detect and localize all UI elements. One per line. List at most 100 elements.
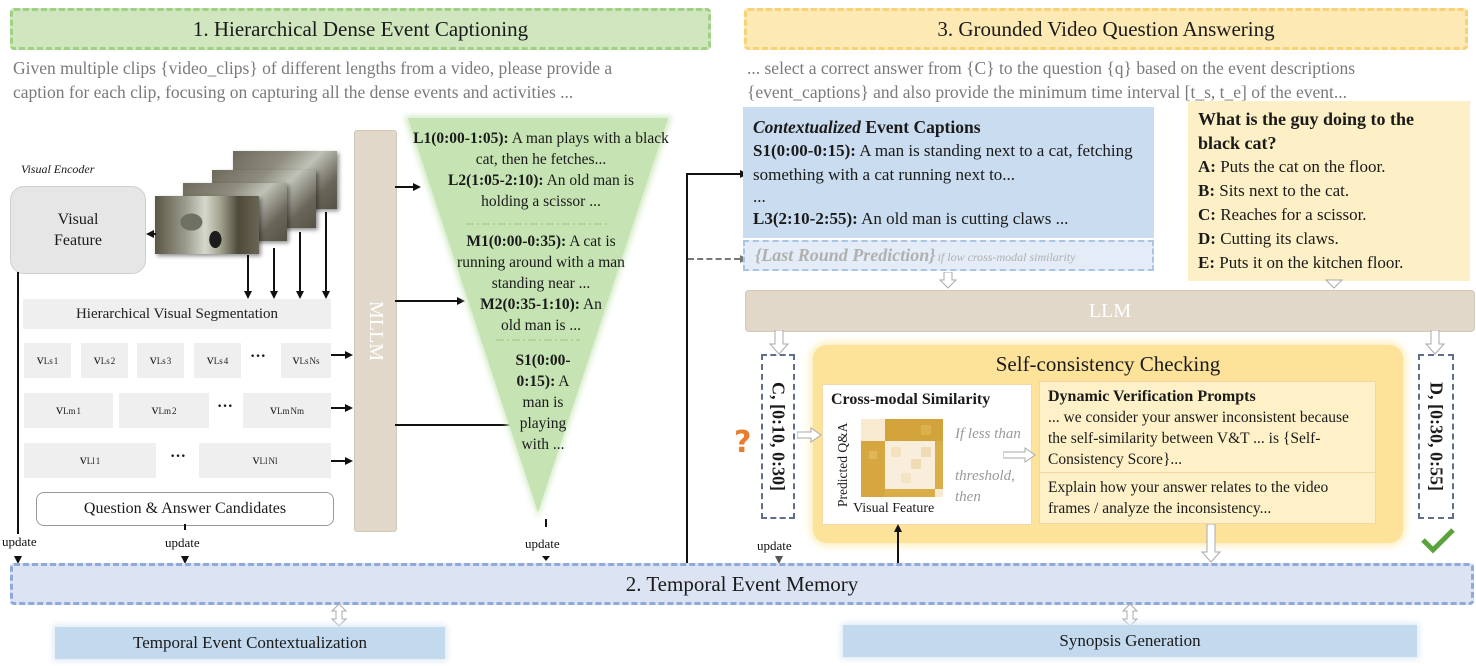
token-sub: Ns	[309, 355, 320, 366]
arrow-line	[395, 424, 511, 426]
caption-text: An old man is cutting claws ...	[857, 209, 1069, 228]
caption-id: M2(0:35-1:10):	[480, 296, 580, 313]
token-sup: Ll	[259, 455, 268, 466]
heatmap-cell	[921, 447, 931, 457]
mllm-block: MLLM	[354, 130, 397, 532]
arrow-line	[897, 532, 899, 564]
arrow-head	[894, 524, 902, 532]
hollow-double-arrow	[330, 603, 348, 627]
ellipsis: ···	[217, 398, 234, 415]
option-text: Cutting its claws.	[1215, 229, 1339, 248]
arrow-head	[345, 457, 353, 465]
token-base: v	[151, 402, 159, 418]
caption-text: A man is playing with ...	[519, 373, 570, 453]
caption-text: ...	[753, 187, 766, 206]
mllm-label: MLLM	[365, 301, 387, 361]
update-line	[17, 272, 19, 534]
hollow-arrow-down	[768, 330, 790, 355]
explain-prompt: Explain how your answer relates to the v…	[1039, 473, 1376, 524]
token-sub: 1	[53, 355, 59, 366]
arrow-head	[270, 291, 278, 299]
token-sup: Ls	[299, 355, 309, 366]
qa-candidates-text: Question & Answer Candidates	[83, 500, 287, 517]
arrow-head	[413, 183, 421, 191]
token-base: v	[292, 352, 300, 368]
update-label: update	[757, 538, 792, 553]
dvp-text: ... we consider your answer inconsistent…	[1048, 409, 1349, 468]
arrow-line	[184, 524, 186, 530]
temporal-event-memory: 2. Temporal Event Memory	[10, 563, 1474, 605]
caption-id: L3(2:10-2:55):	[753, 209, 858, 228]
arrow-line	[247, 255, 249, 291]
option-key: B:	[1198, 181, 1215, 200]
prompt-line: {event_captions} and also provide the mi…	[747, 82, 1347, 102]
arrow-line	[395, 300, 457, 302]
heatmap-cell	[935, 489, 943, 497]
section3-title: 3. Grounded Video Question Answering	[744, 8, 1468, 50]
cross-modal-similarity-box: Cross-modal Similarity Predicted Q&A Vis…	[822, 384, 1036, 525]
caption-item: S1(0:00-0:15): A man is playing with ...	[510, 350, 576, 455]
update-label: update	[165, 535, 200, 550]
contextualization-text: Temporal Event Contextualization	[133, 633, 367, 652]
memory-to-captions-line	[686, 173, 688, 564]
caption-id: L2(1:05-2:10):	[448, 172, 544, 189]
token-base: v	[56, 402, 63, 418]
x-axis-label: Visual Feature	[853, 501, 935, 516]
hollow-arrow-right	[1003, 447, 1036, 463]
dynamic-verification-prompts: Dynamic Verification Prompts ... we cons…	[1039, 381, 1376, 473]
option-key: E:	[1198, 253, 1215, 272]
final-prediction: D, [0:30, 0:55]	[1418, 354, 1454, 519]
arrow-head	[542, 556, 550, 561]
hollow-arrow-down	[1424, 330, 1446, 355]
if-less-than-text: If less than	[955, 426, 1021, 442]
arrow-line	[331, 354, 345, 356]
question-box: What is the guy doing to the black cat? …	[1188, 101, 1470, 281]
qa-candidates-box: Question & Answer Candidates	[36, 492, 334, 526]
last-round-prediction-box: {Last Round Prediction} if low cross-mod…	[743, 240, 1154, 271]
visual-feature-box: Visual Feature	[10, 186, 146, 274]
arrow-head	[296, 291, 304, 299]
arrow-line	[686, 173, 740, 175]
option-key: A:	[1198, 157, 1216, 176]
caption-item: M1(0:00-0:35): A cat is running around w…	[455, 231, 627, 294]
prompt-line: ... select a correct answer from {C} to …	[747, 58, 1356, 78]
token-sub: 3	[166, 355, 172, 366]
caption-item: M2(0:35-1:10): An old man is ...	[455, 294, 627, 336]
ellipsis: ···	[250, 348, 267, 365]
triangle-fill	[408, 118, 668, 512]
question-mark-icon: ?	[734, 425, 752, 460]
arrow-line	[331, 407, 345, 409]
arrow-head	[345, 404, 353, 412]
prompt-line: caption for each clip, focusing on captu…	[13, 82, 574, 102]
temporal-event-contextualization: Temporal Event Contextualization	[55, 627, 445, 659]
hollow-arrow-down	[1324, 279, 1344, 289]
answer-option: E: Puts it on the kitchen floor.	[1198, 251, 1470, 275]
arrow-head	[146, 230, 154, 238]
update-label: update	[2, 534, 37, 549]
synopsis-text: Synopsis Generation	[1059, 631, 1201, 650]
token-sub: 4	[223, 355, 229, 366]
dashed-arrow-line	[688, 258, 740, 260]
token-sup: Lm	[63, 405, 76, 416]
visual-feature-text: Visual	[57, 211, 99, 228]
arrow-head	[14, 556, 22, 564]
caption-line: ...	[753, 187, 1154, 207]
y-axis-label: Predicted Q&A	[835, 422, 850, 508]
video-frame	[155, 196, 259, 254]
short-captions: S1(0:00-0:15): A man is playing with ...	[510, 350, 576, 455]
caption-id: S1(0:00-0:15):	[515, 352, 571, 390]
arrow-line	[325, 212, 327, 291]
explain-text: Explain how your answer relates to the v…	[1048, 479, 1329, 517]
caption-text: An old man is holding a scissor ...	[481, 172, 634, 210]
token-sub: 2	[172, 405, 177, 416]
caption-item: L2(1:05-2:10): An old man is holding a s…	[410, 170, 672, 212]
caption-line: S1(0:00-0:15): A man is standing next to…	[753, 139, 1154, 187]
token-sub: 1	[95, 455, 101, 466]
prompt-line: Given multiple clips {video_clips} of di…	[13, 58, 613, 78]
token-sup: Ls	[43, 355, 53, 366]
